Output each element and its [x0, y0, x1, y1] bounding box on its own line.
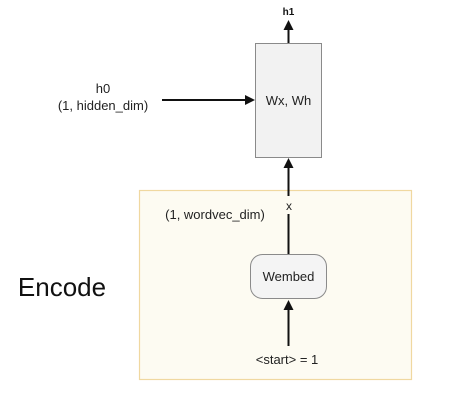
hidden-input-label: h0	[96, 81, 110, 96]
encode-section-label: Encode	[18, 272, 106, 302]
embed-layer	[250, 254, 327, 299]
token-input-label: <start> = 1	[256, 352, 319, 367]
output-label: h1	[283, 7, 295, 18]
embed-layer-label: Wembed	[263, 269, 315, 284]
rnn-cell-label: Wx, Wh	[266, 93, 312, 108]
embed-output-label: x	[286, 199, 292, 213]
embed-output-shape: (1, wordvec_dim)	[165, 207, 265, 222]
rnn-cell	[255, 43, 322, 158]
hidden-input-shape: (1, hidden_dim)	[58, 98, 148, 113]
